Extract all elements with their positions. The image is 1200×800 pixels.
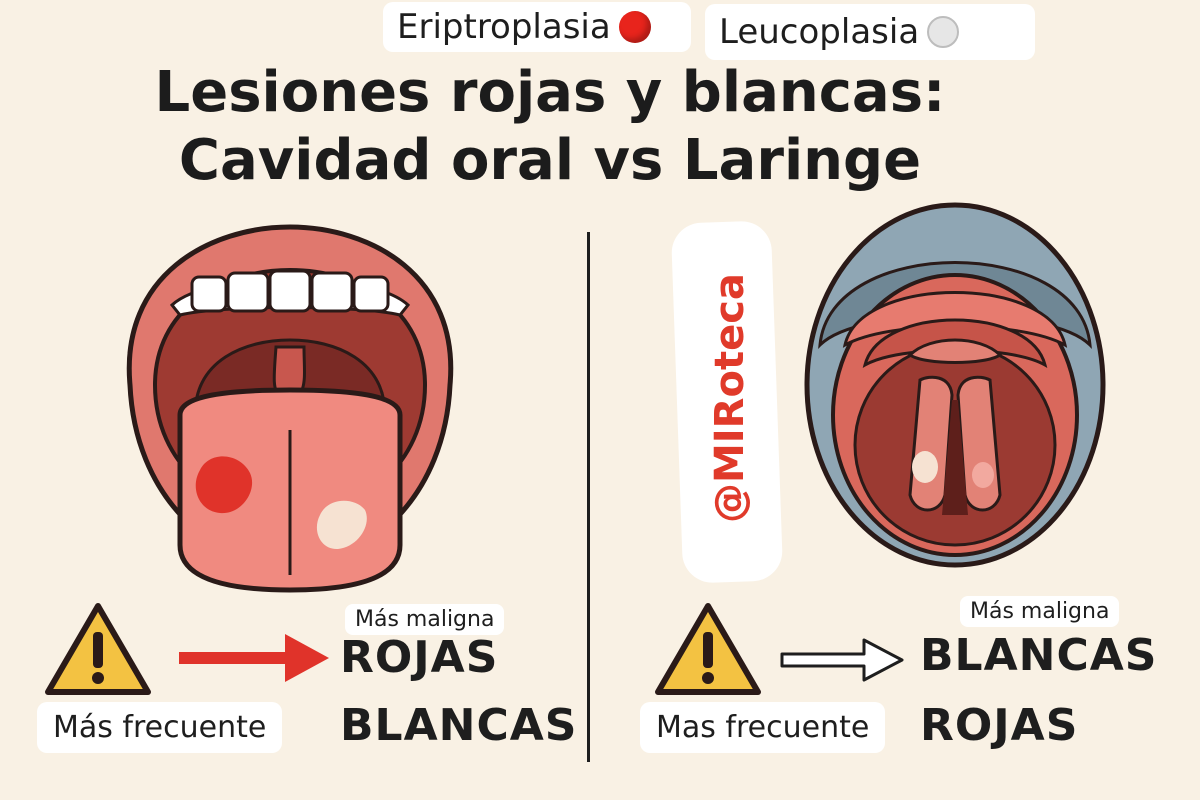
watermark-text: @MIRoteca — [707, 273, 753, 523]
warning-icon — [655, 603, 761, 695]
red-lesion — [195, 456, 253, 514]
red-circle-icon — [618, 11, 651, 43]
white-lesion — [316, 500, 367, 550]
arrow-right-outline-icon — [780, 638, 904, 682]
open-mouth-illustration — [126, 224, 454, 593]
warning-icon — [45, 603, 151, 695]
white-lesion — [912, 451, 938, 483]
white-circle-icon — [927, 16, 960, 48]
left-upper-label: ROJAS — [340, 632, 499, 683]
left-malignant-tag: Más maligna — [345, 604, 505, 635]
larynx-illustration — [804, 202, 1106, 568]
legend-erythroplasia-label: Eriptroplasia — [397, 7, 611, 47]
arrow-right-icon — [179, 634, 329, 682]
left-frequent-label: Más frecuente — [37, 702, 283, 753]
page-title-line2: Cavidad oral vs Laringe — [178, 128, 922, 193]
panel-divider — [587, 232, 590, 762]
page-title-line1: Lesiones rojas y blancas: — [154, 60, 946, 125]
right-lower-label: ROJAS — [920, 700, 1079, 751]
red-lesion — [972, 462, 994, 488]
left-lower-label: BLANCAS — [340, 700, 578, 751]
legend-leukoplakia-label: Leucoplasia — [719, 12, 920, 52]
legend-erythroplasia: Eriptroplasia — [383, 2, 691, 52]
right-frequent-label: Mas frecuente — [640, 702, 886, 753]
legend-leukoplakia: Leucoplasia — [705, 4, 1035, 60]
right-upper-label: BLANCAS — [920, 630, 1158, 681]
right-malignant-tag: Más maligna — [960, 596, 1120, 627]
